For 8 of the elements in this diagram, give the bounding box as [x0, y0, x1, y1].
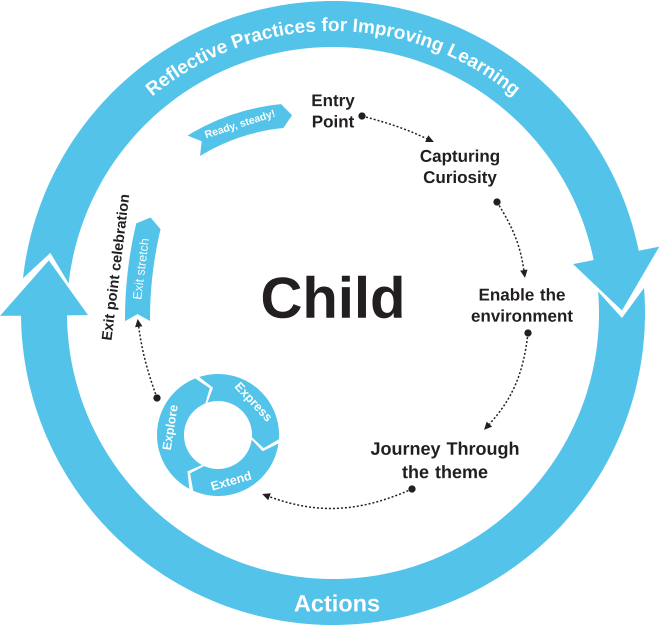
stage-label: Enable the environment: [472, 288, 573, 322]
ring-segment: Explore: [157, 378, 210, 489]
stage-label: Entry Point: [312, 94, 355, 128]
ring-segment: Extend: [190, 440, 278, 496]
center-label: Child: [262, 276, 402, 318]
stage-label: Journey Through the theme: [370, 442, 518, 478]
ribbon-banner: Ready, steady!: [188, 104, 292, 156]
stage-label: Capturing Curiosity: [420, 149, 499, 187]
